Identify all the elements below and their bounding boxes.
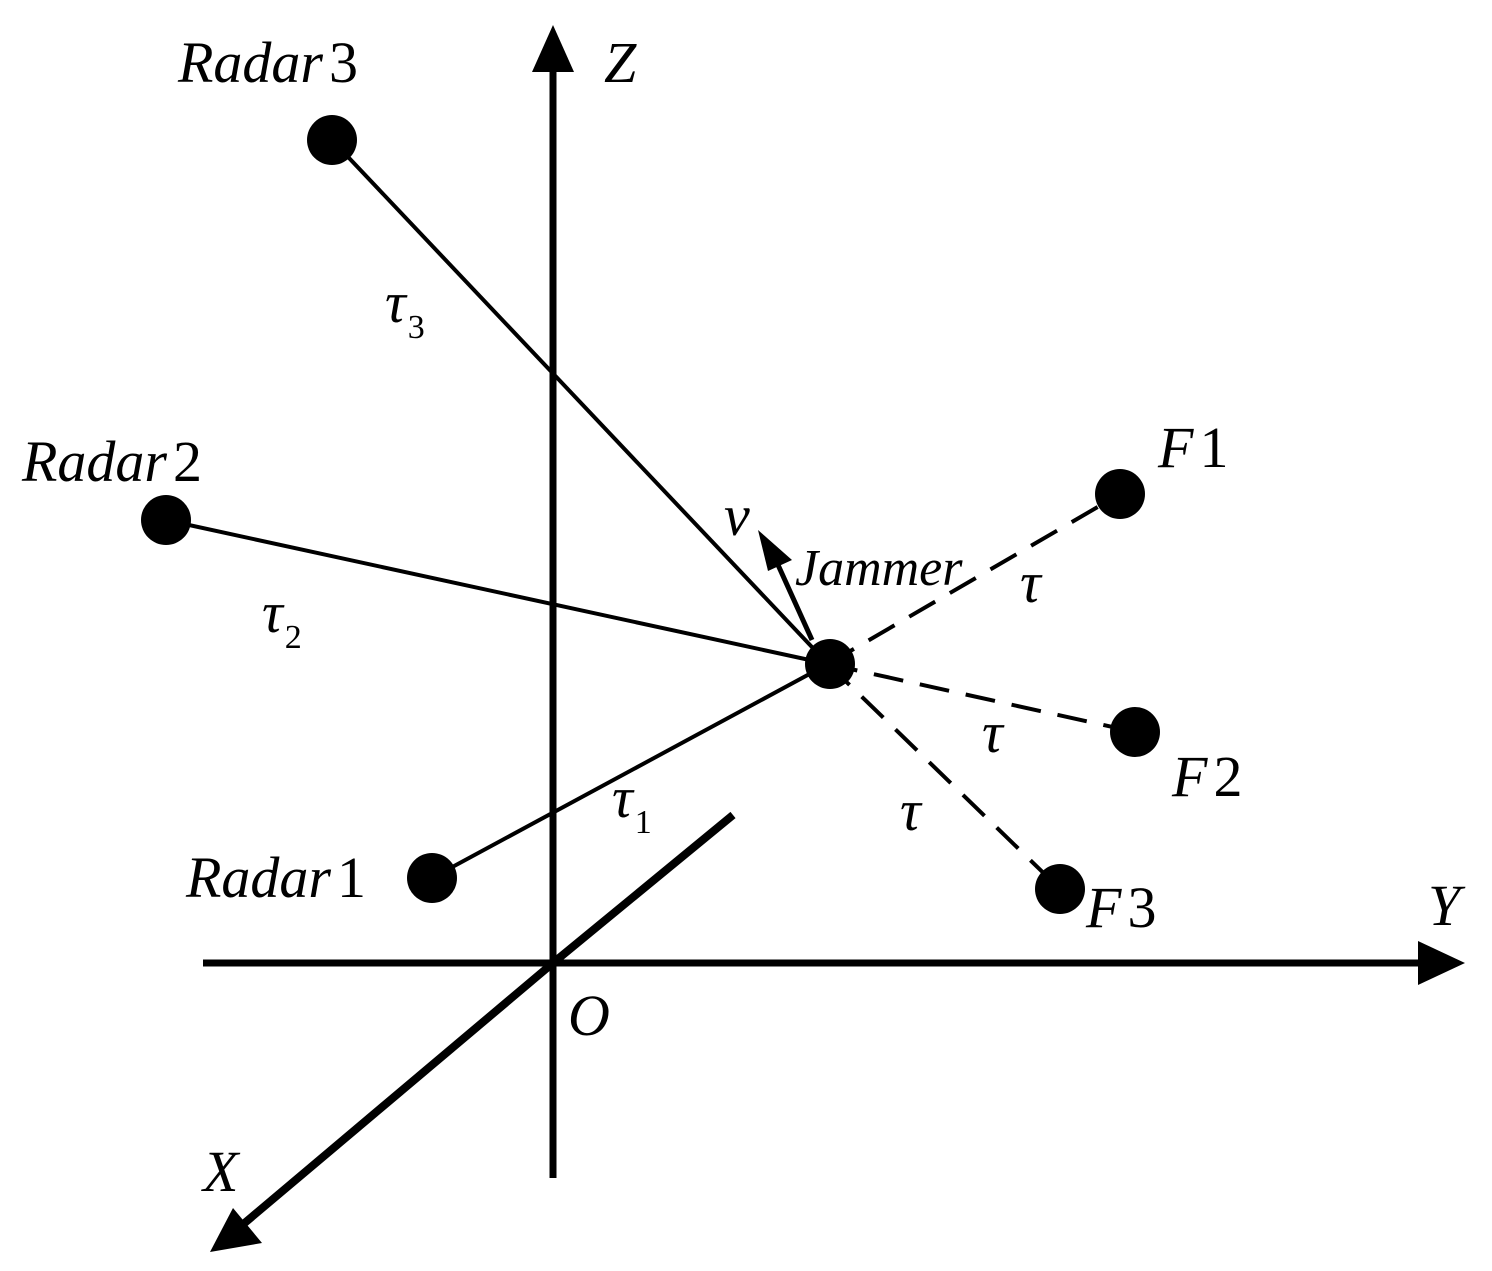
f2-point (1110, 707, 1160, 757)
radar2-link (165, 518, 829, 666)
velocity-arrowhead (758, 530, 792, 571)
tau2-label: τ2 (262, 580, 302, 656)
points (141, 115, 1160, 914)
y-axis-arrowhead (1418, 941, 1465, 985)
f1-tau-label: τ (1020, 550, 1043, 615)
tau3-label: τ3 (385, 270, 425, 346)
f3-point (1035, 864, 1085, 914)
false-target-links (826, 492, 1136, 891)
radar3-link (330, 138, 830, 666)
velocity-arrow-shaft (771, 554, 815, 642)
radar3-point (307, 115, 357, 165)
x-axis (225, 959, 556, 1241)
f3-tau-label: τ (900, 778, 923, 843)
f1-link (826, 492, 1122, 666)
z-axis-arrowhead (532, 25, 574, 72)
jammer-label: Jammer (795, 540, 963, 597)
x-axis-back (550, 811, 736, 967)
radar1-point (407, 853, 457, 903)
f2-tau-label: τ (982, 700, 1005, 765)
velocity-label: v (724, 483, 750, 548)
velocity-vector (758, 530, 815, 642)
radar-links (165, 138, 830, 880)
y-axis-label: Y (1428, 873, 1466, 938)
origin-label: O (568, 983, 610, 1048)
radar2-point (141, 495, 191, 545)
jammer-point (805, 639, 855, 689)
x-axis-arrowhead (210, 1208, 262, 1252)
axes (203, 25, 1465, 1252)
f3-link (826, 662, 1062, 891)
f1-point (1095, 469, 1145, 519)
f2-link (827, 662, 1136, 734)
tau1-label: τ1 (612, 765, 652, 841)
z-axis-label: Z (604, 30, 637, 95)
radar1-link (431, 662, 829, 880)
x-axis-label: X (201, 1139, 241, 1204)
